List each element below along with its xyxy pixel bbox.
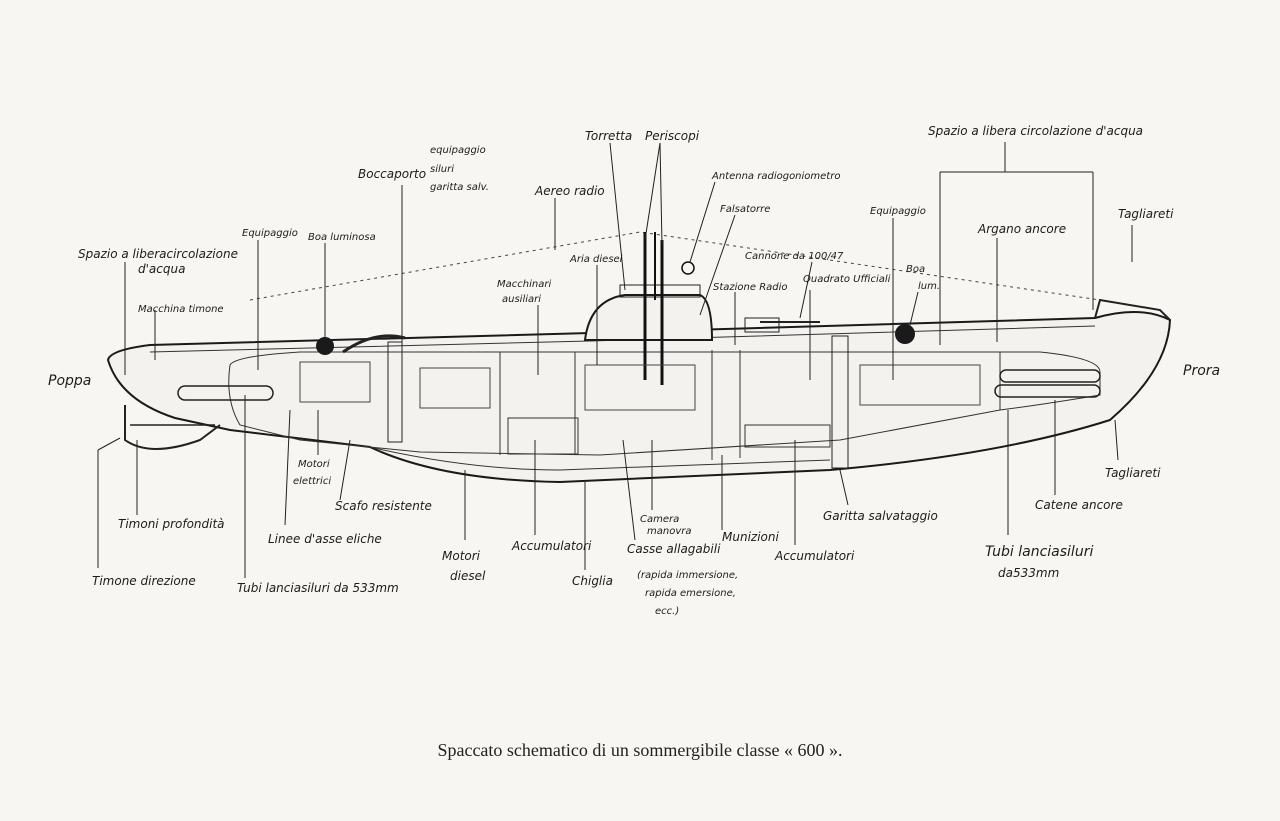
label-boa-lum-2: lum. [918, 281, 940, 292]
label-boccaporto-list-1: equipaggio [430, 145, 486, 156]
label-macchinari-1: Macchinari [497, 279, 551, 290]
label-boccaporto-list-2: siluri [430, 164, 454, 175]
label-tubi-poppa: Tubi lanciasiluri da 533mm [237, 581, 399, 595]
label-spazio-prora: Spazio a libera circolazione d'acqua [928, 124, 1143, 138]
deck-gun-mount [744, 317, 780, 333]
label-accumulatori-poppa: Accumulatori [511, 539, 592, 553]
label-catene-ancore: Catene ancore [1035, 498, 1123, 512]
label-tubi-prora-1: Tubi lanciasiluri [985, 544, 1093, 560]
keel [369, 446, 831, 471]
fwd-compartment-equipment [859, 364, 981, 406]
stern-rudder [124, 405, 221, 450]
conning-tower [583, 294, 714, 341]
engine-room-equipment [299, 361, 371, 403]
label-linee-asse: Linee d'asse eliche [268, 532, 382, 546]
tower-bridge [619, 284, 701, 298]
auxiliary-machinery [419, 367, 491, 409]
label-timoni-profondita: Timoni profondità [118, 517, 225, 531]
label-spazio-poppa-1: Spazio a liberacircolazione [78, 247, 238, 261]
label-boccaporto-list-3: garitta salv. [430, 182, 489, 193]
aft-torpedo-tube [177, 385, 274, 401]
control-room-equipment [584, 364, 696, 411]
label-boa-lum-1: Boa [906, 264, 925, 275]
radio-direction-antenna-loop [681, 261, 695, 275]
label-torretta: Torretta [585, 129, 632, 143]
label-motori-elettrici-2: elettrici [293, 476, 331, 487]
radio-aerial-wire [249, 231, 1101, 301]
label-tagliareti-top: Tagliareti [1118, 207, 1174, 221]
label-prora: Prora [1183, 363, 1220, 379]
label-macchinari-2: ausiliari [502, 294, 541, 305]
label-stazione-radio: Stazione Radio [713, 282, 788, 293]
label-quadrato-ufficiali: Quadrato Ufficiali [803, 274, 891, 285]
label-scafo: Scafo resistente [335, 499, 432, 513]
aft-battery-block [507, 417, 579, 455]
aft-hatch-arc [342, 334, 406, 354]
bow-net-cutter [1094, 298, 1171, 321]
label-cannone: Cannone da 100/47 [745, 251, 844, 262]
fwd-battery-block [744, 424, 831, 448]
fwd-torpedo-tube-1 [999, 369, 1101, 383]
label-poppa: Poppa [48, 373, 91, 389]
label-motori-diesel-2: diesel [450, 569, 486, 583]
label-periscopi: Periscopi [645, 129, 700, 143]
label-argano-ancore: Argano ancore [977, 222, 1066, 236]
leader-lines [97, 142, 1133, 578]
label-chiglia: Chiglia [572, 574, 613, 588]
fwd-torpedo-tube-2 [994, 384, 1101, 398]
label-antenna-radiogoniometro: Antenna radiogoniometro [711, 171, 840, 182]
label-accumulatori-prora: Accumulatori [774, 549, 855, 563]
label-boa-luminosa: Boa luminosa [308, 232, 376, 243]
label-camera-1: Camera [640, 514, 679, 525]
label-casse-4: ecc.) [655, 606, 679, 617]
label-falsatorre: Falsatorre [720, 204, 770, 215]
label-aria-diesel: Aria diesel [569, 254, 623, 265]
label-camera-2: manovra [647, 526, 691, 537]
label-casse-3: rapida emersione, [645, 588, 736, 599]
label-boccaporto: Boccaporto [358, 167, 426, 181]
label-spazio-poppa-2: d'acqua [138, 262, 185, 276]
label-tagliareti-bottom: Tagliareti [1105, 466, 1161, 480]
label-casse-2: (rapida immersione, [637, 570, 738, 581]
label-equipaggio-prora: Equipaggio [870, 206, 926, 217]
figure-caption: Spaccato schematico di un sommergibile c… [437, 740, 843, 760]
label-casse-1: Casse allagabili [627, 542, 721, 556]
label-garitta: Garitta salvataggio [823, 509, 938, 523]
label-equipaggio-poppa: Equipaggio [242, 228, 298, 239]
label-motori-elettrici-1: Motori [298, 459, 330, 470]
label-timone-direzione: Timone direzione [92, 574, 196, 588]
label-tubi-prora-2: da533mm [998, 566, 1059, 580]
bulkhead-aft [387, 341, 403, 443]
bulkhead-fwd [831, 335, 849, 469]
fwd-buoy [895, 324, 915, 344]
label-motori-diesel-1: Motori [442, 549, 481, 563]
label-macchina-timone: Macchina timone [138, 304, 224, 315]
label-munizioni: Munizioni [722, 530, 779, 544]
aft-buoy [316, 337, 334, 355]
label-aereo-radio: Aereo radio [534, 184, 605, 198]
